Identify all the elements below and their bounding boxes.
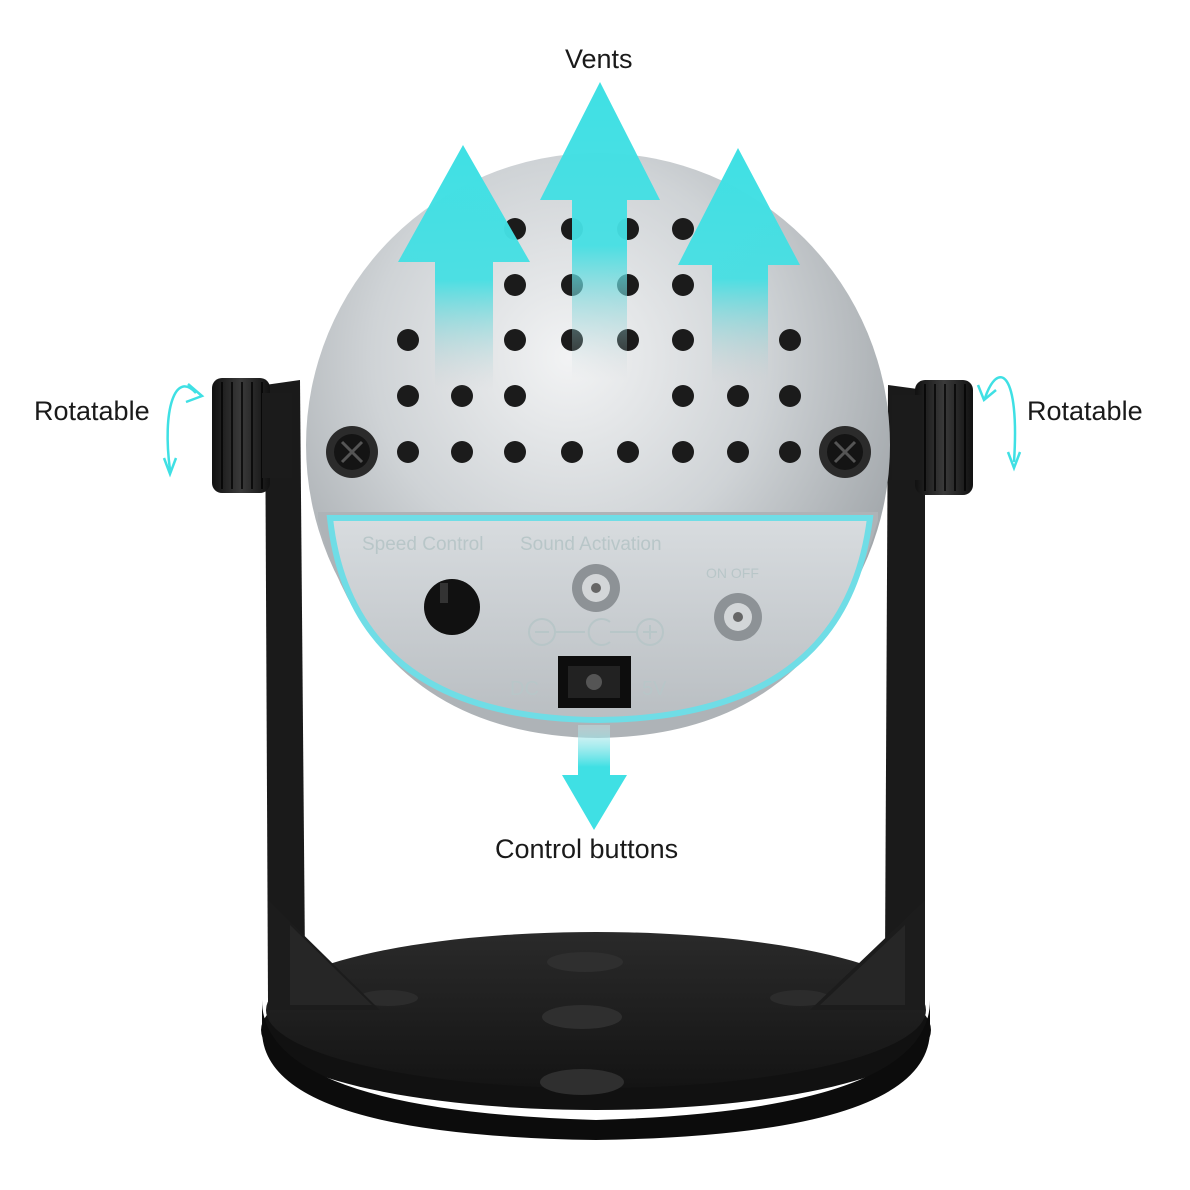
vent-hole	[672, 385, 694, 407]
rotate-arrow-icon	[976, 376, 1022, 472]
vent-hole	[672, 441, 694, 463]
vent-hole	[779, 441, 801, 463]
vent-hole	[672, 274, 694, 296]
voltage-label: 5V	[642, 678, 667, 700]
vent-hole	[727, 385, 749, 407]
vent-arrow-icon	[678, 148, 800, 385]
speed-control-label: Speed Control	[362, 534, 483, 555]
rotatable-left-label: Rotatable	[34, 396, 150, 426]
vent-hole	[504, 274, 526, 296]
vent-hole	[727, 441, 749, 463]
vent-hole	[672, 218, 694, 240]
vent-arrow-icon	[398, 145, 530, 390]
vent-hole	[617, 441, 639, 463]
rotate-arrow-icon	[162, 383, 205, 478]
left-screw	[326, 426, 378, 478]
vent-hole	[397, 441, 419, 463]
right-rotation-knob	[892, 380, 973, 495]
sound-activation-label: Sound Activation	[520, 534, 662, 555]
rotatable-right-label: Rotatable	[1027, 396, 1143, 426]
vent-hole	[504, 441, 526, 463]
vent-arrow-icon	[540, 82, 660, 380]
vent-hole	[451, 385, 473, 407]
control-buttons-label: Control buttons	[495, 834, 679, 864]
sound-activation-switch	[572, 564, 620, 612]
vent-hole	[451, 441, 473, 463]
vents-label: Vents	[565, 44, 633, 74]
right-screw	[819, 426, 871, 478]
dc-power-jack	[558, 656, 631, 708]
vent-hole	[504, 329, 526, 351]
vent-hole	[561, 441, 583, 463]
vent-hole	[672, 329, 694, 351]
polarity-symbol	[528, 618, 664, 646]
vent-hole	[397, 329, 419, 351]
stand-base	[261, 932, 931, 1140]
power-switch-label: ON OFF	[706, 565, 759, 581]
vent-hole	[779, 329, 801, 351]
vent-hole	[397, 385, 419, 407]
dc-label: DC	[510, 678, 539, 700]
vent-hole	[504, 385, 526, 407]
stand-right-arm	[810, 385, 925, 1010]
vent-hole	[779, 385, 801, 407]
left-rotation-knob	[212, 378, 292, 493]
stand-left-arm	[265, 380, 380, 1010]
control-arrow-icon	[562, 725, 627, 830]
speed-control-knob	[424, 579, 480, 635]
power-switch	[714, 593, 762, 641]
